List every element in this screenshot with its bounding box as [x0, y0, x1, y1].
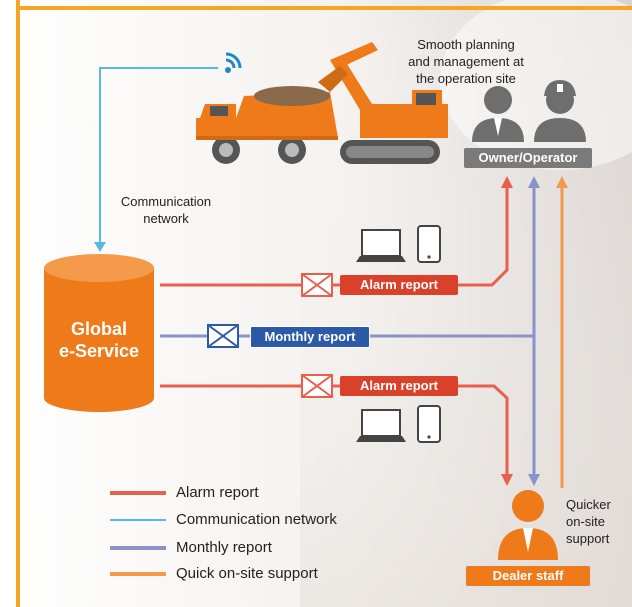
global-e-service-label: Global e-Service [58, 319, 140, 361]
monthly-report-tag: Monthly report [250, 326, 370, 348]
alarm-arrow-down [501, 474, 513, 486]
smartphone-icon-bottom [417, 405, 441, 443]
communication-arrow-head [94, 242, 106, 252]
monthly-arrow-down [528, 474, 540, 486]
legend-label-monthly: Monthly report [176, 539, 272, 556]
smartphone-icon-top [417, 225, 441, 263]
alarm-arrow-up [501, 176, 513, 188]
quicker-support-note: Quicker on-site support [566, 497, 611, 546]
laptop-icon-top [356, 229, 406, 262]
communication-network-label: Communication network [120, 194, 212, 226]
frame-left [16, 0, 20, 607]
envelope-icon-alarm-top [301, 273, 333, 297]
planning-note: Smooth planning and management at the op… [408, 37, 524, 86]
legend-label-quick: Quick on-site support [176, 565, 318, 582]
envelope-icon-monthly [207, 324, 239, 348]
dealer-staff-label: Dealer staff [466, 566, 590, 586]
database-cylinder-icon [44, 254, 154, 412]
dealer-person-icon [498, 490, 558, 560]
wifi-icon [225, 52, 242, 73]
owner-operator-label: Owner/Operator [464, 148, 592, 168]
communication-line [99, 67, 218, 244]
laptop-icon-bottom [356, 409, 406, 442]
envelope-icon-alarm-bottom [301, 374, 333, 398]
monthly-arrow-up [528, 176, 540, 188]
excavator-icon [318, 42, 448, 164]
legend-label-alarm: Alarm report [176, 484, 259, 501]
dump-truck-icon [196, 86, 338, 164]
operator-person-icon [534, 80, 586, 142]
legend-label-communication: Communication network [176, 511, 337, 528]
quick-support-arrow-up [556, 176, 568, 188]
alarm-report-tag-top: Alarm report [340, 275, 458, 295]
alarm-report-tag-bottom: Alarm report [340, 376, 458, 396]
frame-top [16, 6, 632, 10]
owner-person-icon [472, 86, 524, 142]
